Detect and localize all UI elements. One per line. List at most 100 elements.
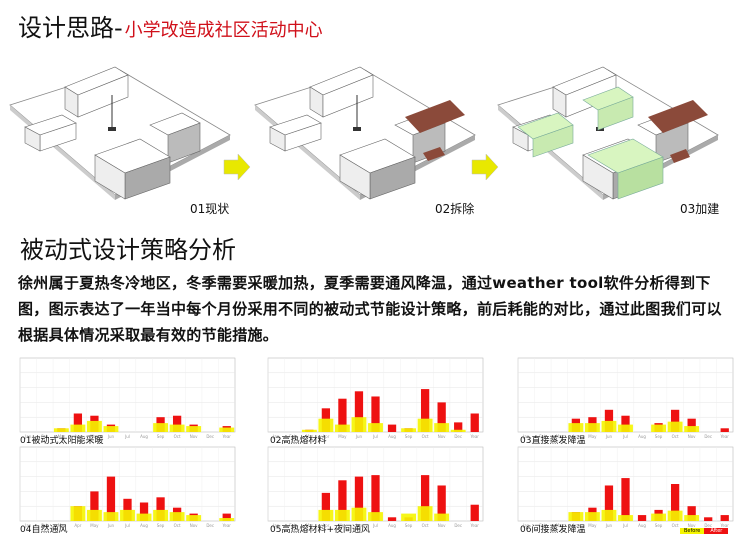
model-03 [497,66,719,201]
bar-before [368,423,383,432]
tick-label: Feb [539,434,547,439]
bar-before [318,418,334,432]
bar-after [704,517,713,521]
bar-after [437,485,446,521]
bar-before [351,507,367,521]
bar-after [354,391,364,432]
bar-after [437,402,446,432]
bar-before [70,506,86,521]
bar-after [454,422,463,432]
tick-label: Oct [422,523,429,528]
tick-label: Aug [638,434,646,439]
tick-label: Mar [58,434,66,439]
chart-caption: 01被动式太阳能采暖 [20,436,104,446]
bar-before [434,423,450,432]
tick-label: Feb [539,523,547,528]
bar-after [621,478,630,521]
bar-before [684,515,700,521]
tick-label: Apr [572,523,579,528]
tick-label: Jun [355,523,363,528]
model-02 [254,66,476,201]
tick-label: Oct [672,434,679,439]
bar-before [417,506,433,521]
tick-label: Aug [388,434,396,439]
bar-after [354,476,364,521]
tick-label: May [338,434,347,439]
tick-label: Dec [704,434,712,439]
tick-label: Oct [174,523,181,528]
tick-label: Mar [306,434,314,439]
bar-before [103,512,119,521]
tick-label: Mar [556,434,564,439]
tick-label: Year [221,523,231,528]
bar-before [618,515,633,521]
tick-label: Feb [289,434,297,439]
bar-before [219,427,235,432]
tick-label: Mar [58,523,66,528]
bar-before [401,513,417,521]
tick-label: Jun [107,434,115,439]
bar-after [73,413,83,432]
tick-label: Jan [272,523,280,528]
tick-label: Aug [638,523,646,528]
tick-label: Year [719,434,729,439]
tick-label: Nov [190,434,198,439]
chart-caption: 04自然通风 [20,525,68,535]
bar-before [186,426,202,432]
bar-before [568,423,584,432]
bar-before [618,424,633,432]
bar-after [604,409,614,432]
tick-label: Jul [124,523,130,528]
bar-before [70,424,86,432]
bar-before [120,509,135,521]
bar-after [720,515,729,521]
bar-after [637,515,647,521]
title-sub: 小学改造成社区活动中心 [124,20,323,41]
bar-before [86,420,102,432]
bar-before [186,515,202,521]
bar-before [301,429,317,432]
bar-after [470,504,479,521]
bar-before [153,423,169,432]
bar-before [401,428,417,432]
bar-after [371,396,380,432]
bar-before [667,510,683,521]
tick-label: Oct [672,523,679,528]
massing-diagrams [9,66,719,201]
tick-label: Feb [41,523,49,528]
tick-label: Feb [41,434,49,439]
tick-label: Apr [322,434,329,439]
arrow-icon [471,153,499,181]
tick-label: Jun [605,523,613,528]
bar-before [53,428,69,432]
tick-label: May [588,523,597,528]
tick-label: Sep [157,434,165,439]
chart-caption: 02高热熔材料 [270,436,327,446]
tick-label: Feb [289,523,297,528]
tick-label: Jan [272,434,280,439]
bar-before [103,426,119,432]
legend-before: Before [680,528,705,534]
tick-label: Jun [355,434,363,439]
bar-before [434,513,450,521]
title-main: 设计思路 [18,14,114,42]
bar-before [368,512,383,521]
tick-label: Jul [372,523,378,528]
bar-before [667,421,683,432]
bar-before [136,513,152,521]
bar-before [568,512,584,521]
chart-caption: 05高热熔材料+夜间通风 [270,525,370,535]
bar-after [420,389,430,432]
tick-label: Sep [405,523,413,528]
tick-label: Apr [572,434,579,439]
bar-after [139,502,149,521]
bar-after [604,485,614,521]
step-label-03: 03加建 [680,202,720,216]
tick-label: Jan [24,434,32,439]
